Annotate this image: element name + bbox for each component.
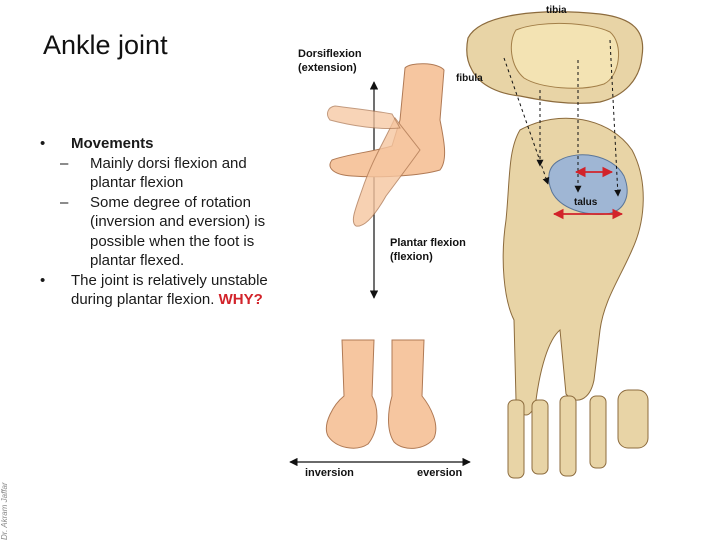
bullet-unstable: • The joint is relatively unstable durin… (40, 271, 290, 310)
subitem-text-1: Mainly dorsi flexion and plantar flexion (90, 154, 247, 192)
tibia-bone (466, 11, 644, 104)
feet-illustration (326, 339, 437, 449)
dash-marker: – (60, 154, 69, 172)
bullet-movements: • Movements (40, 134, 290, 154)
label-plantar-sub: (flexion) (390, 251, 433, 263)
subitem-dorsi-plantar: – Mainly dorsi flexion and plantar flexi… (60, 154, 290, 193)
subitem-text-2: Some degree of rotation (inversion and e… (90, 193, 266, 270)
bullet-marker: • (40, 135, 46, 152)
author-credit: Dr. Akram Jaffar (0, 482, 9, 540)
slide-title: Ankle joint (43, 30, 168, 60)
label-fibula: fibula (456, 73, 483, 84)
dash-marker: – (60, 193, 69, 211)
label-inversion: inversion (305, 467, 354, 479)
bullet-text-movements: Movements (71, 135, 154, 152)
label-eversion: eversion (417, 467, 463, 479)
label-tibia: tibia (546, 5, 567, 16)
label-talus: talus (574, 197, 598, 208)
label-plantar-text: Plantar flexion (390, 237, 466, 249)
why-emphasis: WHY? (218, 291, 263, 308)
label-dorsiflexion: Dorsiflexion (extension) (298, 47, 362, 75)
bullet-marker: • (40, 271, 46, 289)
bullet-list: • Movements – Mainly dorsi flexion and p… (40, 134, 290, 310)
label-dorsiflexion-sub: (extension) (298, 62, 357, 74)
bullet-text-unstable: The joint is relatively unstable during … (71, 271, 268, 309)
label-dorsiflexion-text: Dorsiflexion (298, 48, 362, 60)
label-plantar-flexion: Plantar flexion (flexion) (390, 236, 466, 264)
leg-illustration (327, 63, 446, 227)
foot-skeleton (502, 117, 649, 479)
subitem-rotation: – Some degree of rotation (inversion and… (60, 193, 290, 271)
